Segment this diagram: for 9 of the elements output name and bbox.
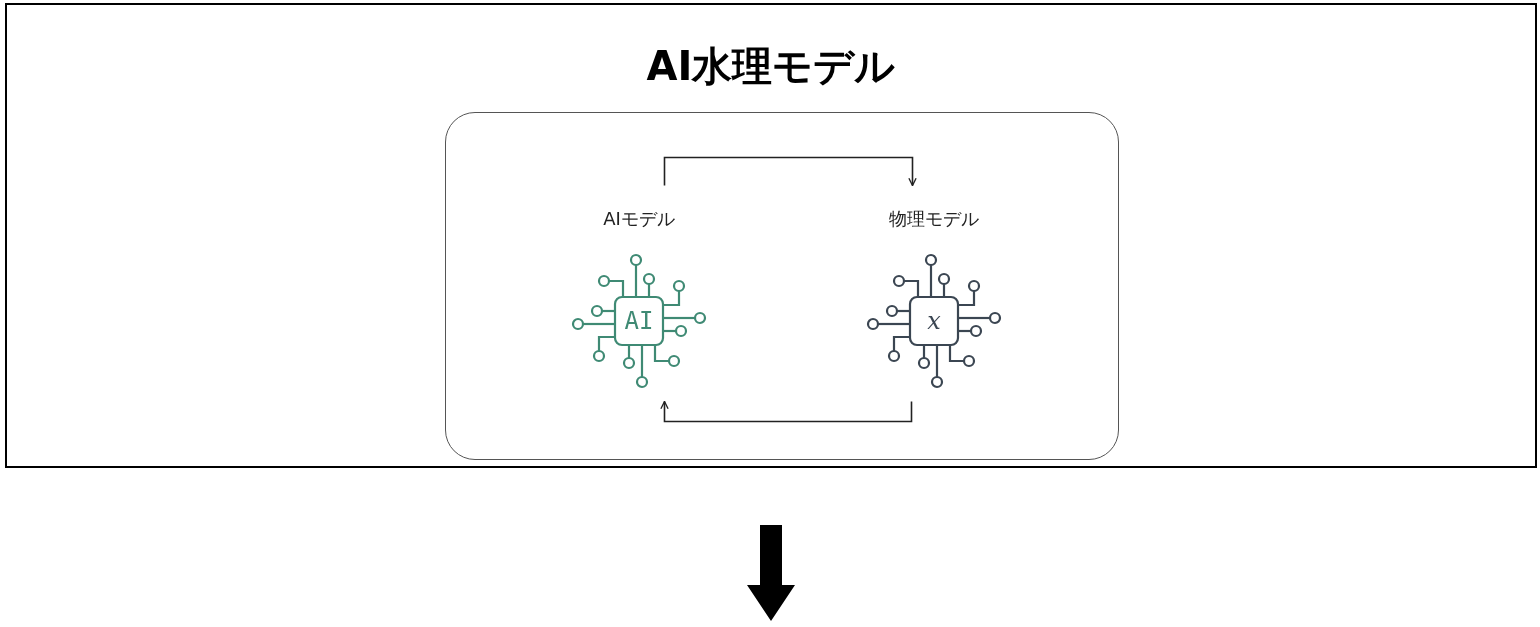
chip-symbol: x <box>926 306 942 336</box>
model-label: 物理モデル <box>888 207 980 231</box>
outer-frame <box>5 3 1537 468</box>
diagram-heading: AI水理モデル <box>645 42 897 91</box>
connector-arrow <box>660 400 913 423</box>
chip-symbol: AI <box>623 306 655 336</box>
rounded-panel <box>445 112 1119 460</box>
model-label: AIモデル <box>602 207 676 231</box>
connector-arrow <box>663 156 917 187</box>
